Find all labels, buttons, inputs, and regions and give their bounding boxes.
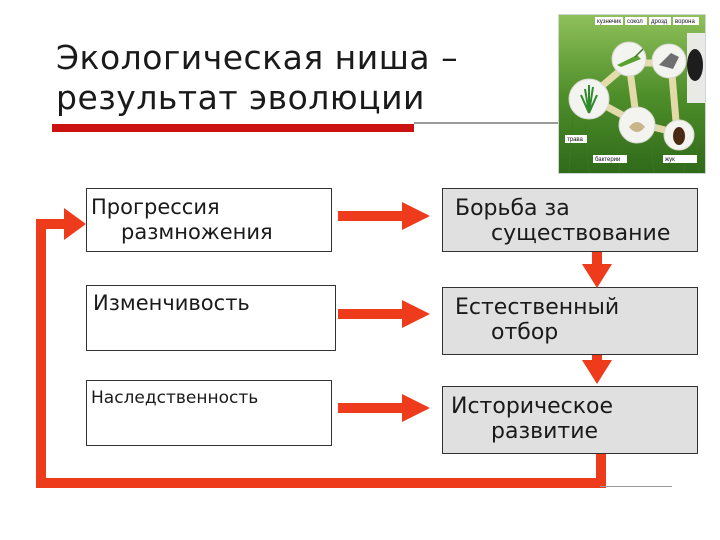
page-title: Экологическая ниша – результат эволюции [56,38,536,118]
box-reproduction-line-2: размножения [121,220,273,244]
title-line-1: Экологическая ниша – [56,38,459,77]
box-reproduction-progression: Прогрессия размножения [86,188,332,252]
photo-label-crow: ворона [675,19,695,25]
photo-label-grass: трава [567,137,584,143]
photo-label-grasshopper: кузнечик [597,19,621,25]
food-web-illustration: кузнечик сокол дрозд ворона трава бактер… [559,15,705,173]
box-selection-line-1: Естественный [455,295,620,320]
footer-divider [600,486,672,487]
arrow-reproduction-to-struggle [338,202,430,230]
photo-label-beetle: жук [665,157,675,163]
box-variability: Изменчивость [86,285,336,351]
photo-label-thrush: дрозд [651,19,668,25]
box-selection-line-2: отбор [491,320,559,345]
box-variability-line-1: Изменчивость [93,291,250,315]
arrow-selection-to-development [582,355,612,384]
box-heredity: Наследственность [86,380,332,446]
box-struggle-line-1: Борьба за [455,196,570,221]
title-divider [414,122,564,124]
arrow-heredity-to-development [338,394,430,422]
title-underline [52,124,414,132]
arrow-struggle-to-selection [582,252,612,288]
box-development-line-2: развитие [491,419,599,444]
box-reproduction-line-1: Прогрессия [91,195,220,219]
title-line-2: результат эволюции [56,78,426,117]
box-development-line-1: Историческое [451,394,614,419]
box-historical-development: Историческое развитие [442,386,698,454]
box-struggle-for-existence: Борьба за существование [442,188,698,252]
box-natural-selection: Естественный отбор [442,287,698,355]
arrow-variability-to-selection [338,300,430,328]
food-web-image: кузнечик сокол дрозд ворона трава бактер… [558,14,706,174]
arrow-feedback-loop [36,208,606,488]
photo-label-falcon: сокол [627,19,643,25]
photo-label-bacteria: бактерии [595,157,620,163]
box-heredity-line-1: Наследственность [91,388,259,408]
box-struggle-line-2: существование [491,221,671,246]
